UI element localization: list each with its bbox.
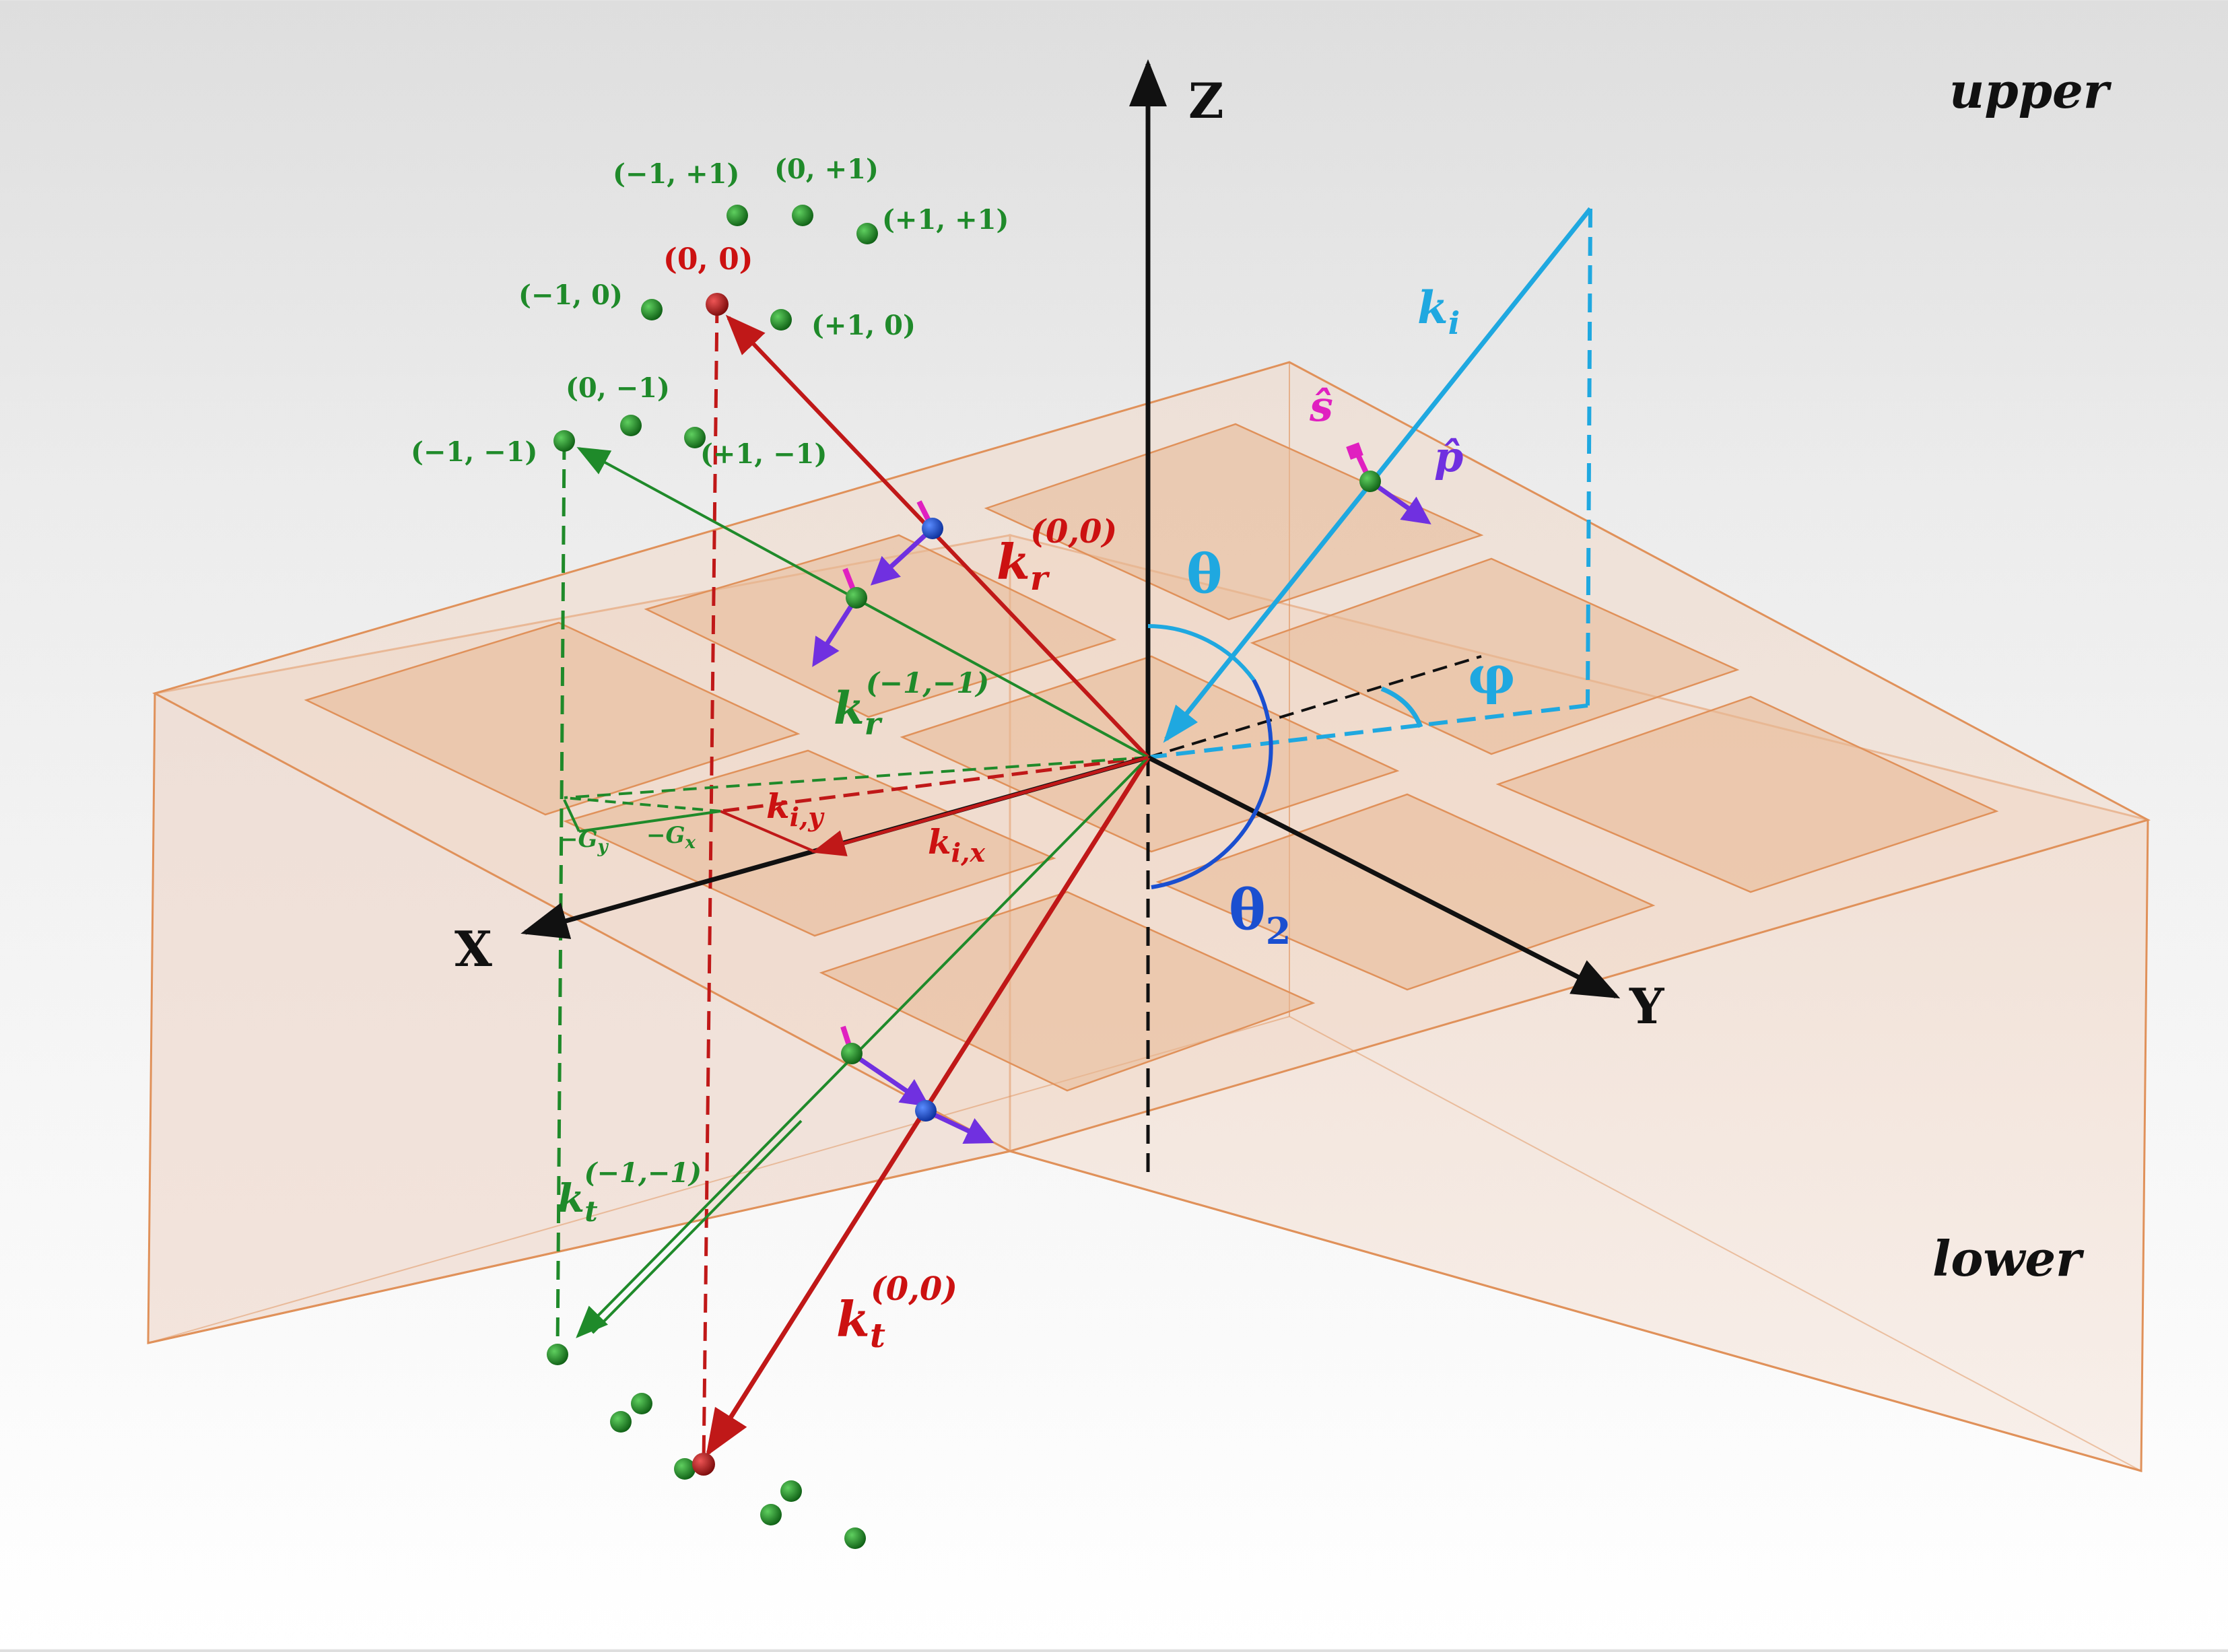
order-point <box>547 1344 568 1365</box>
order-label: (−1, −1) <box>411 436 537 468</box>
order-label-zero: (0, 0) <box>663 242 753 277</box>
gx-arrow-2 <box>563 799 580 832</box>
order-point <box>856 223 878 244</box>
order-point <box>631 1393 652 1414</box>
order-point <box>844 1527 866 1549</box>
kr00-label: kr(0,0) <box>997 513 1117 598</box>
guide-lines <box>555 208 1592 1465</box>
krm1-vertical-dashed <box>555 440 566 1355</box>
order-point <box>841 1043 863 1064</box>
kr00-vertical-dashed <box>702 304 719 1465</box>
gy-label: −Gy <box>559 826 609 857</box>
krm1-p-arrow <box>812 596 858 667</box>
x-axis-label: X <box>454 920 492 977</box>
lower-region-label: lower <box>1932 1230 2085 1287</box>
patch <box>563 749 1056 937</box>
theta-arc <box>1147 624 1256 681</box>
order-point <box>641 299 663 320</box>
order-point <box>922 518 943 539</box>
patch <box>644 534 1117 718</box>
patch <box>1250 557 1740 755</box>
krm1-projection-dashed <box>564 756 1149 799</box>
order-point <box>770 309 792 331</box>
kt00-p-arrow <box>924 1108 994 1144</box>
order-point-zero <box>706 293 729 316</box>
phi-arc <box>1380 686 1423 728</box>
theta-label: θ <box>1186 542 1222 605</box>
grating-patches <box>304 423 1999 1092</box>
slab-hidden-back-edge <box>1289 1016 2142 1472</box>
order-label: (+1, +1) <box>882 204 1009 236</box>
order-label: (0, +1) <box>774 153 879 185</box>
gy-dashed <box>564 796 721 813</box>
labels: Z X Y upper lower (−1, +1) (0, +1) (+1, … <box>411 62 2112 1355</box>
order-point <box>553 430 575 452</box>
patch <box>304 621 801 816</box>
y-axis <box>1147 755 1621 999</box>
kix-arrow <box>811 755 1149 856</box>
ktm1-p-arrow <box>850 1052 930 1107</box>
ktm1-arrow <box>576 756 1149 1338</box>
p-pol-arrow <box>1368 479 1431 525</box>
slab-bottom-front-edge <box>147 1150 1011 1344</box>
patch <box>1495 695 1999 893</box>
s-pol-marker <box>1346 442 1363 460</box>
order-point <box>1359 471 1381 492</box>
ktm1-dir-arrow <box>591 1120 803 1334</box>
order-label: (+1, 0) <box>811 310 916 341</box>
kt00-label: kt(0,0) <box>836 1270 957 1355</box>
s-hat-label: ŝ <box>1309 382 1333 431</box>
angle-arcs <box>1147 624 1423 889</box>
order-point <box>674 1458 696 1480</box>
order-label: (−1, 0) <box>518 279 623 311</box>
order-points <box>547 205 1381 1549</box>
order-point <box>792 205 813 226</box>
order-point <box>760 1504 782 1525</box>
patch <box>819 891 1316 1092</box>
order-point-zero <box>692 1453 715 1476</box>
p-hat-label: p̂ <box>1434 432 1463 481</box>
z-axis-label: Z <box>1188 72 1224 129</box>
order-point <box>620 415 642 436</box>
theta2-arc <box>1151 679 1273 889</box>
order-point <box>780 1480 802 1502</box>
order-point <box>727 205 748 226</box>
gx-label: −Gx <box>646 822 696 853</box>
upper-region-label: upper <box>1949 62 2112 119</box>
order-point <box>846 587 867 609</box>
y-axis-label: Y <box>1629 977 1665 1035</box>
kr00-p-arrow <box>870 526 935 586</box>
order-point <box>610 1411 632 1433</box>
phi-label: φ <box>1468 645 1516 706</box>
patch <box>1155 793 1656 991</box>
ktm1-label: kt(−1,−1) <box>558 1157 702 1228</box>
azimuth-ref-dashed <box>1147 655 1482 759</box>
order-point <box>684 427 706 448</box>
kiy-label: ki,y <box>766 786 825 832</box>
order-point <box>915 1100 937 1122</box>
gx-arrow <box>578 810 721 833</box>
kiy-arrow <box>720 810 815 853</box>
order-label: (+1, −1) <box>700 438 827 470</box>
order-label: (−1, +1) <box>613 158 739 190</box>
slab-bottom-right-edge <box>1009 1150 2142 1472</box>
krm1-label: kr(−1,−1) <box>834 666 989 742</box>
ki-arrow <box>1163 207 1592 743</box>
kix-label: ki,x <box>928 822 986 868</box>
ki-label: ki <box>1417 281 1460 341</box>
theta2-label: θ2 <box>1229 878 1291 953</box>
order-label: (0, −1) <box>566 372 670 404</box>
ki-projection-dashed <box>1147 703 1588 759</box>
ki-vertical-drop-dashed <box>1586 208 1592 706</box>
